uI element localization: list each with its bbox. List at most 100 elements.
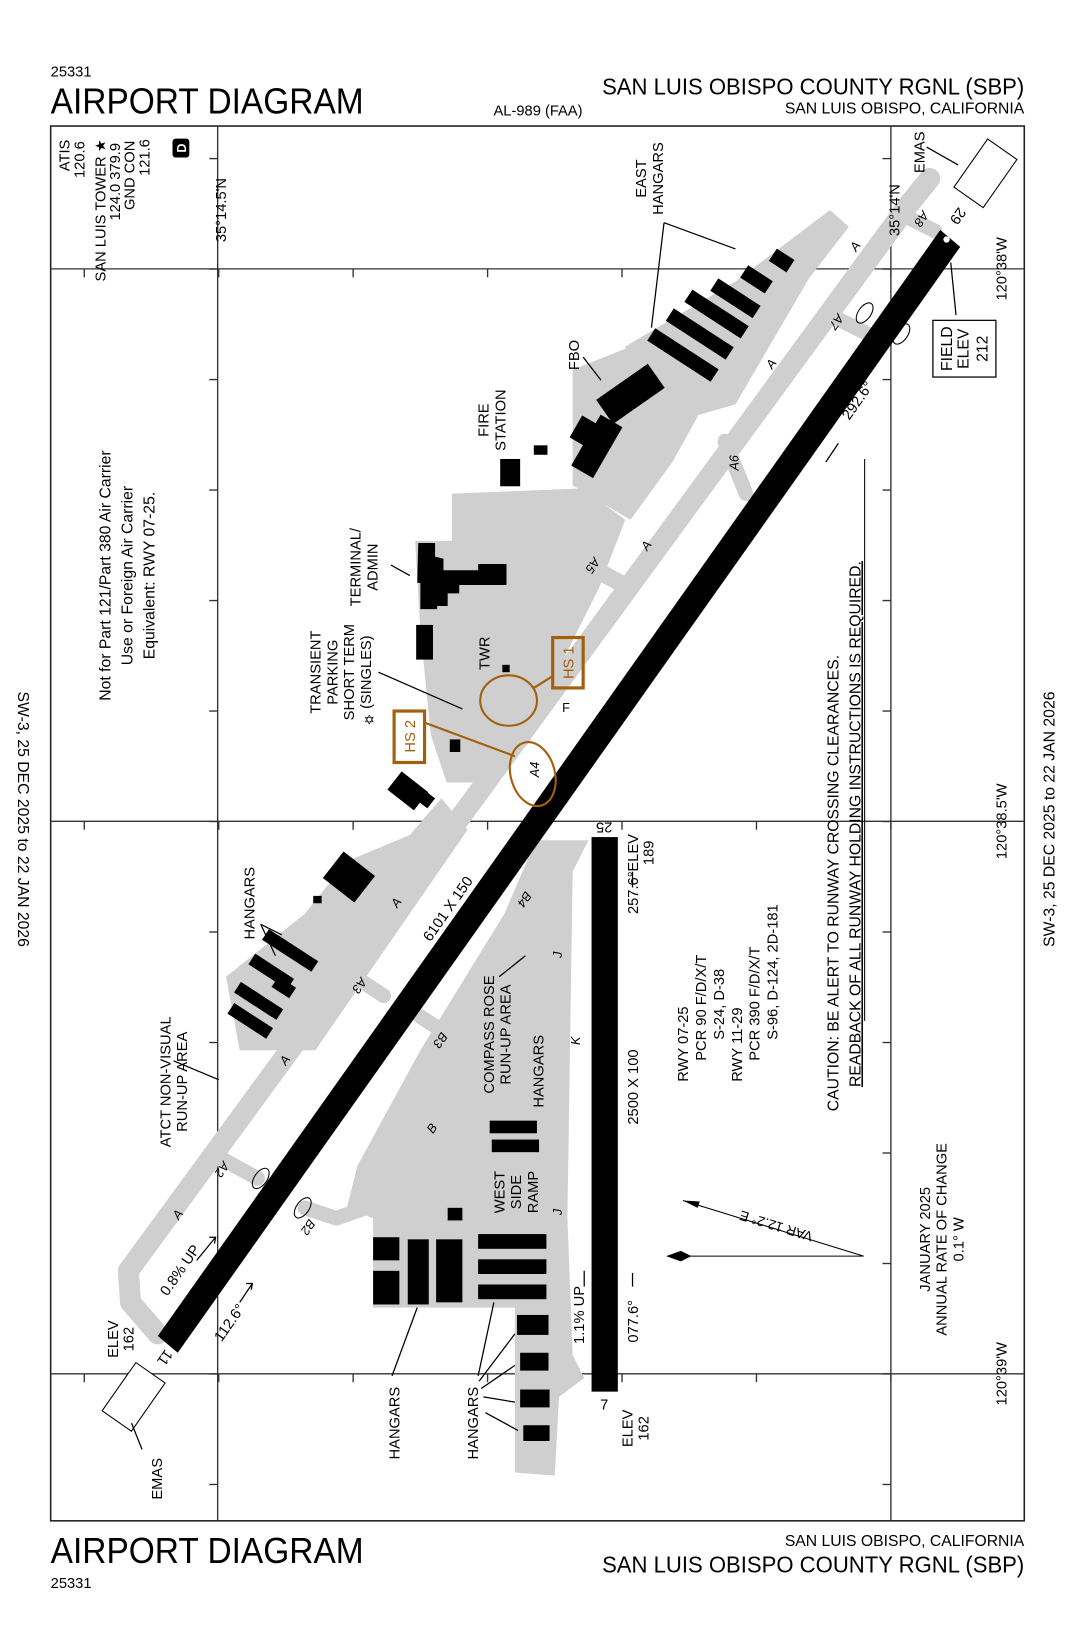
lat-label-1: 35°14.5'N	[214, 178, 230, 242]
ground-frequency: 121.6	[137, 139, 153, 176]
location-top: SAN LUIS OBISPO, CALIFORNIA	[785, 100, 1025, 117]
east-hangars-label: EASTHANGARS	[634, 142, 667, 215]
terminal-building	[417, 542, 507, 610]
fire-station-building	[500, 458, 521, 487]
fire-station-label: FIRESTATION	[477, 389, 510, 450]
compass-hangars-label: HANGARS	[531, 1035, 547, 1108]
runway-7-25	[591, 837, 618, 1392]
taxiway-j-label: J	[551, 951, 565, 959]
southwest-ramp-building	[387, 771, 436, 811]
location-bottom: SAN LUIS OBISPO, CALIFORNIA	[785, 1533, 1025, 1550]
taxiway-f-label: F	[562, 701, 570, 715]
lon-label-3: 120°39'W	[994, 1342, 1010, 1406]
rwy-7-gradient: 1.1% UP	[572, 1286, 588, 1344]
atct-runup-label: ATCT NON-VISUALRUN-UP AREA	[158, 1016, 191, 1147]
ground-label: GND CON	[123, 141, 139, 210]
class-d-badge	[172, 138, 190, 158]
airport-name-top: SAN LUIS OBISPO COUNTY RGNL (SBP)	[602, 74, 1024, 100]
caution-note: CAUTION: BE ALERT TO RUNWAY CROSSING CLE…	[825, 561, 864, 1111]
taxiway-a2	[208, 1147, 265, 1186]
rwy-7-number: 7	[600, 1397, 608, 1413]
west-side-ramp-label: WESTSIDERAMP	[492, 1171, 542, 1214]
emas-label-29: EMAS	[913, 131, 929, 173]
rwy-7-25-dimensions: 2500 X 100	[626, 1049, 642, 1124]
small-hangar	[313, 895, 322, 904]
hot-spot-hs1[interactable]: HS 1	[562, 646, 578, 679]
communications-block: ATIS 120.6 SAN LUIS TOWER ★ 124.0 379.9 …	[58, 138, 190, 281]
direction-arrows	[196, 442, 839, 1303]
runway-29-marker	[943, 236, 950, 243]
class-d-letter: D	[175, 144, 189, 153]
taxiway-a4-label: A4	[528, 762, 542, 778]
fbo-building	[569, 363, 665, 479]
variation-label: VAR 12.2° E	[738, 1208, 815, 1244]
diagram-frame	[49, 125, 1026, 1522]
runway-11-29	[157, 230, 961, 1353]
small-building	[449, 739, 461, 753]
taxiway-b3	[413, 1009, 481, 1058]
tower-label: TWR	[478, 637, 494, 670]
lat-label-2: 35°14'N	[887, 184, 903, 236]
chart-number-bottom: 25331	[51, 1576, 92, 1592]
hot-spots	[392, 635, 585, 808]
control-tower	[502, 664, 510, 673]
atis-label: ATIS	[58, 139, 74, 171]
procedure-id: AL-989 (FAA)	[494, 104, 583, 120]
fbo-label: FBO	[567, 340, 583, 370]
west-hangars-label: HANGARS	[242, 867, 258, 940]
taxiway-b2-label: B2	[298, 1217, 318, 1238]
compass-rose-label: COMPASS ROSERUN-UP AREA	[482, 975, 515, 1093]
south-hangars-label-1: HANGARS	[387, 1387, 403, 1460]
leader-lines	[130, 146, 959, 1450]
effective-dates-left: SW-3, 25 DEC 2025 to 22 JAN 2026	[14, 692, 31, 948]
emas-11	[101, 1361, 166, 1432]
taxiway-a7	[822, 307, 880, 344]
rwy-25-heading: 257.6°	[626, 871, 642, 914]
compass-hangar-2	[491, 1139, 540, 1153]
rwy-25-number: 25	[596, 818, 612, 834]
taxiway-k-label: K	[569, 1036, 583, 1045]
west-hangar-buildings	[227, 929, 319, 1039]
rwy-25-elevation: ELEV189	[626, 834, 658, 872]
airport-name-bottom: SAN LUIS OBISPO COUNTY RGNL (SBP)	[602, 1551, 1024, 1577]
lon-label-1: 120°38'W	[994, 237, 1010, 301]
emas-29	[953, 138, 1018, 209]
compass-hangar-1	[489, 1120, 537, 1134]
lon-label-2: 120°38.5'W	[994, 783, 1010, 859]
taxiway-a6-label: A6	[728, 455, 742, 471]
fuel-icon	[447, 1207, 463, 1221]
hot-spot-hs2[interactable]: HS 2	[403, 720, 419, 753]
magnetic-variation: VAR 12.2° E	[666, 1199, 864, 1262]
atis-frequency: 120.6	[72, 141, 88, 178]
taxiway-a3	[339, 964, 391, 1004]
buildings	[227, 248, 795, 1441]
taxiway-a	[117, 168, 941, 1345]
parking-building	[416, 624, 433, 660]
facility-labels: EASTHANGARS EMAS EMAS FBO FIRESTATION TE…	[150, 131, 929, 1499]
taxiway-a8	[896, 207, 943, 239]
transient-parking-label: TRANSIENTPARKINGSHORT TERM(SINGLES)	[309, 624, 375, 720]
tower-frequencies: 124.0 379.9	[108, 143, 124, 221]
rate-of-change-note: JANUARY 2025ANNUAL RATE OF CHANGE0.1° W	[918, 1143, 968, 1336]
page-title-top: AIRPORT DIAGRAM	[51, 81, 364, 121]
taxiway-j-label: J	[551, 1208, 565, 1216]
south-hangars-label-2: HANGARS	[466, 1387, 482, 1460]
field-elev-box	[932, 319, 997, 378]
taxiway-b2	[297, 1200, 374, 1226]
emas-label-11: EMAS	[150, 1458, 166, 1500]
taxiway-a5	[564, 548, 629, 592]
chart-number-top: 25331	[51, 65, 92, 81]
terminal-label: TERMINAL/ADMIN	[349, 527, 382, 606]
transient-star-icon: ✡	[364, 713, 375, 728]
rwy-7-elevation: ELEV162	[621, 1409, 653, 1447]
tower-label: SAN LUIS TOWER ★	[93, 139, 109, 281]
hangar-building	[322, 851, 376, 903]
rwy-11-number: 11	[153, 1346, 175, 1368]
rwy-7-heading: 077.6°	[626, 1300, 642, 1343]
rwy-29-number: 29	[946, 204, 968, 227]
page-title-bottom: AIRPORT DIAGRAM	[51, 1531, 364, 1571]
